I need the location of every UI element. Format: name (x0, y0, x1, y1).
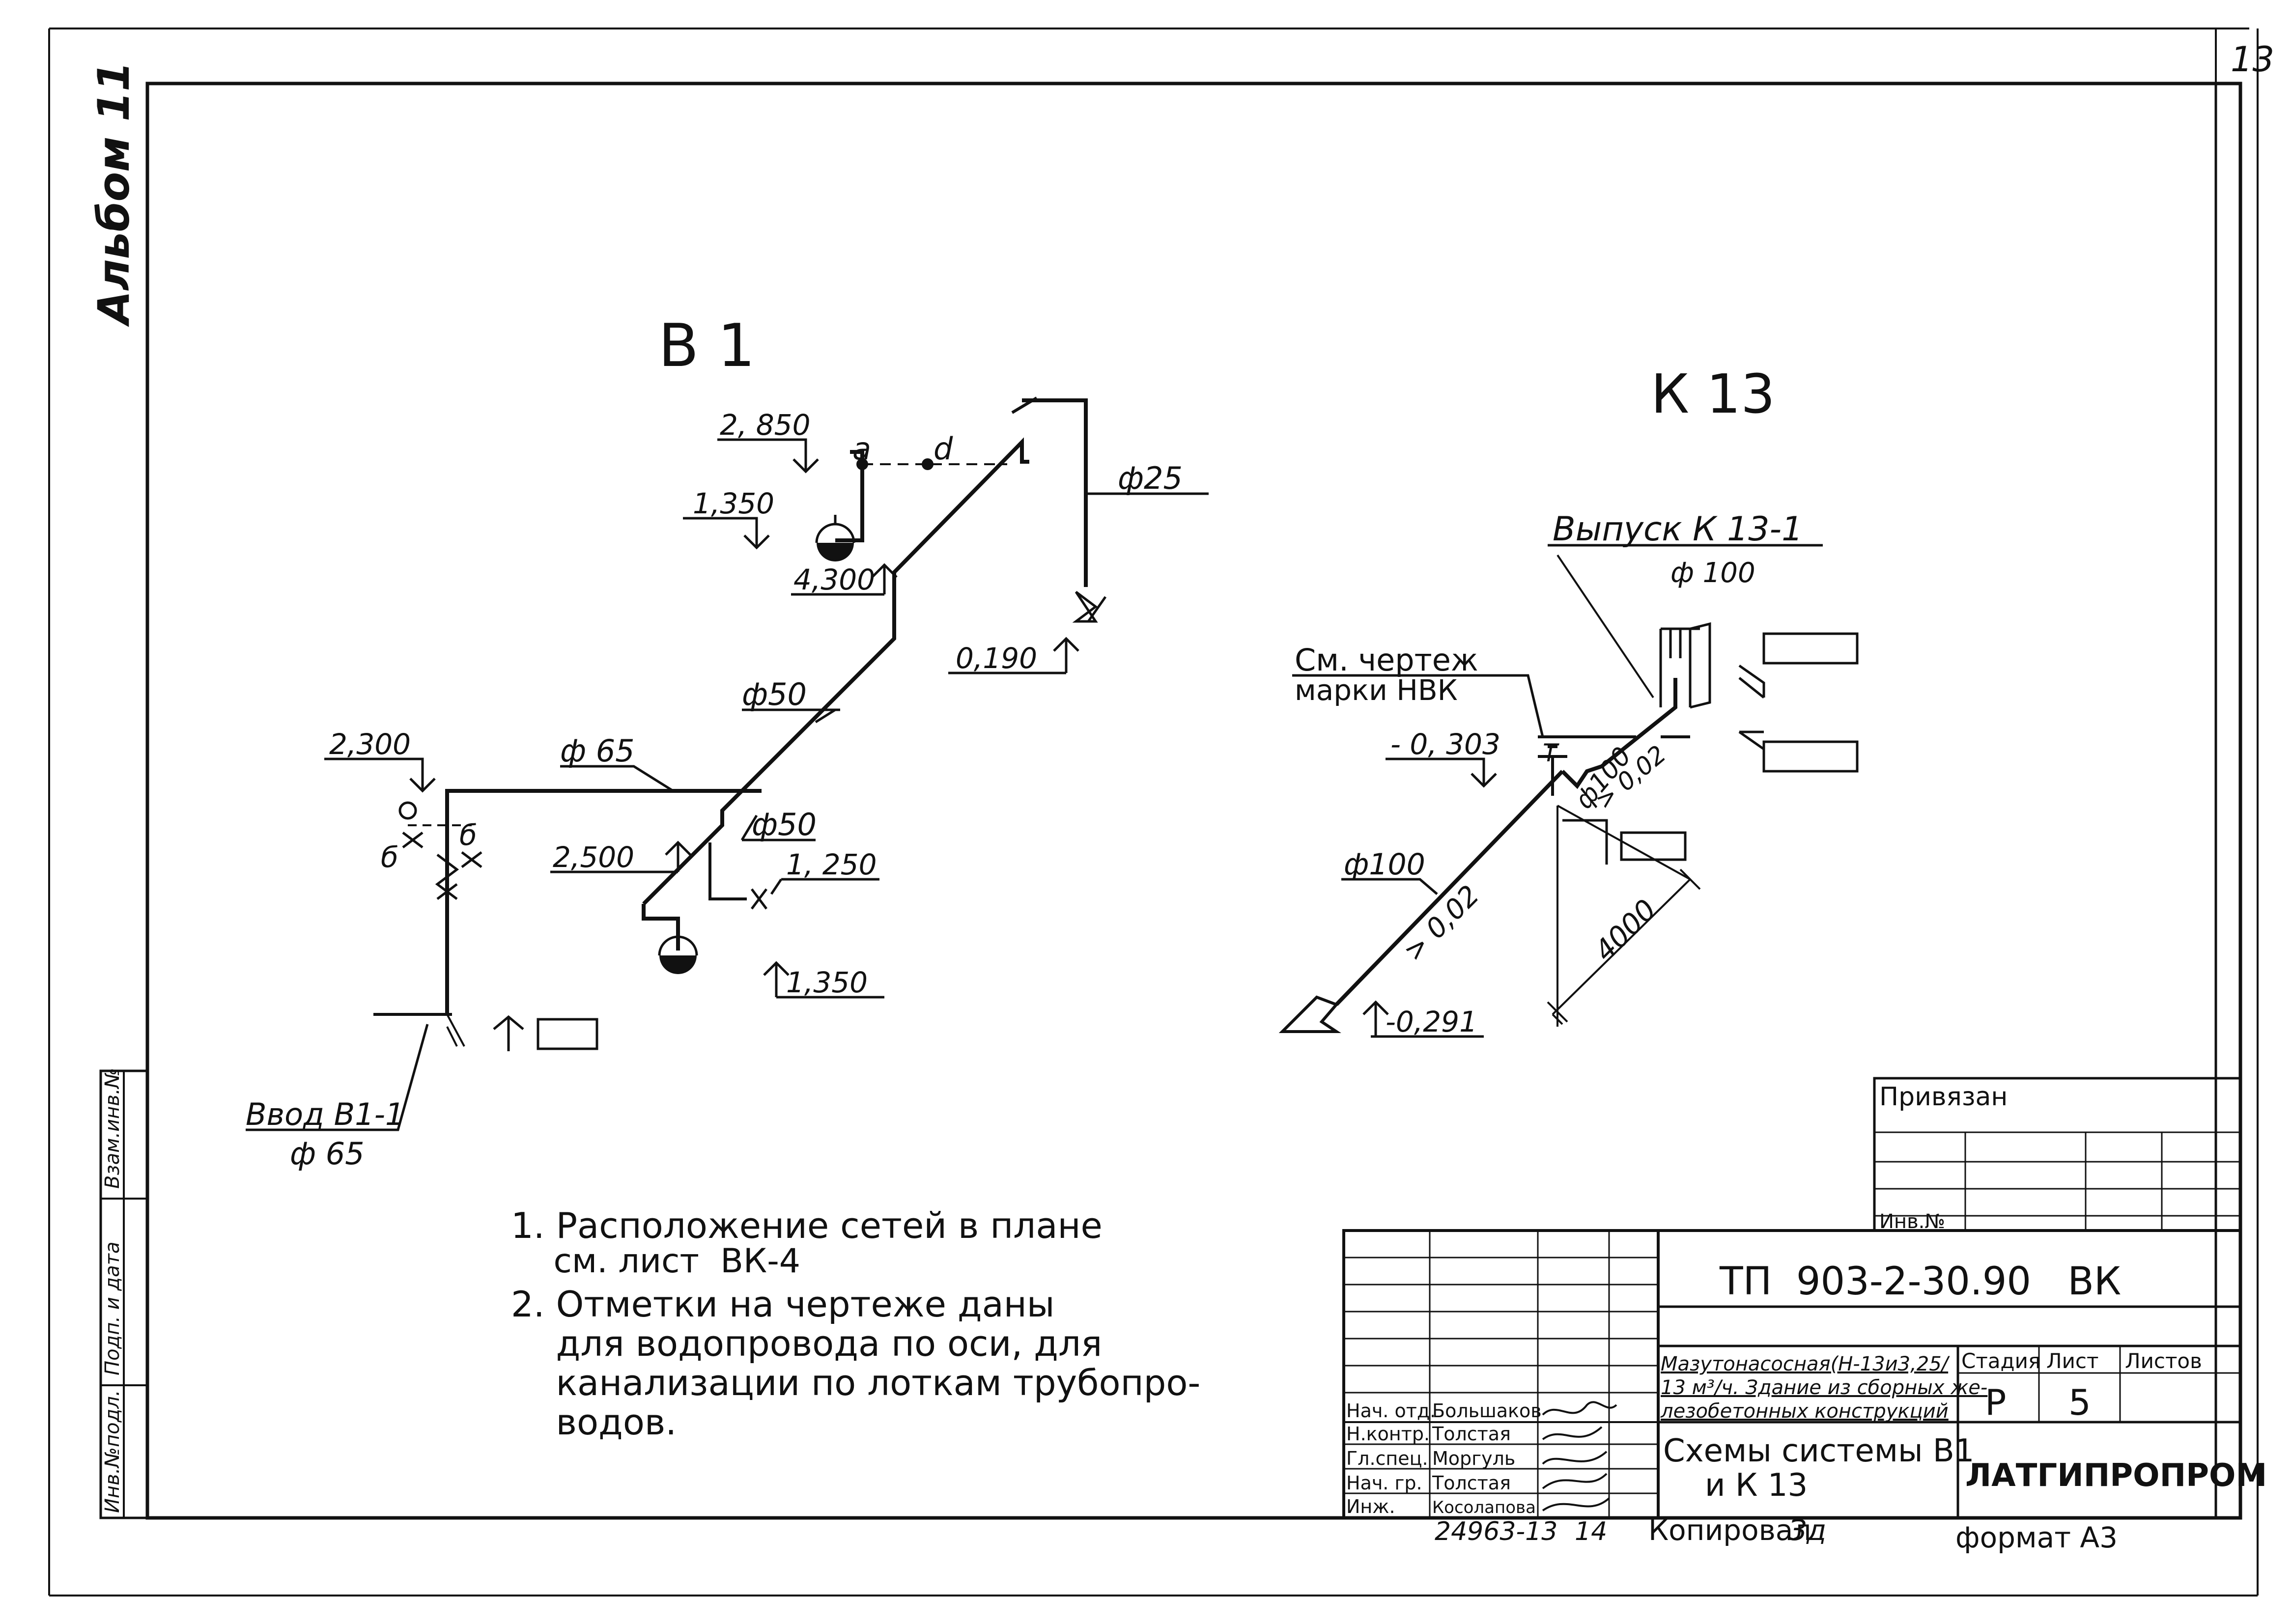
elevation-4300: 4,300 (793, 563, 875, 596)
elevation-box-3 (1620, 831, 1687, 861)
elevation-0190: 0,190 (956, 642, 1037, 675)
scheme-k13-title: К 13 (1651, 363, 1775, 425)
diameter-25: ф25 (1118, 460, 1183, 496)
point-a-marker (856, 458, 868, 470)
object-name-line2: 13 м³/ч. Здание из сборных же- (1661, 1376, 1987, 1399)
elevation-1350-top: 1,350 (693, 487, 774, 520)
name-3: Моргуль (1432, 1448, 1515, 1469)
scheme-b1-title: В 1 (658, 312, 755, 380)
cleanout-mark: Т (1543, 739, 1559, 767)
b1-fittings (398, 591, 1107, 1051)
diameter-50-lower: ф50 (752, 807, 817, 842)
note-line-6: водов. (511, 1401, 677, 1443)
elevation-box-2 (1762, 740, 1859, 773)
document-code: ТП 903-2-30.90 ВК (1719, 1260, 2121, 1304)
stamp-vzam-inv: Взам.инв.№ (101, 1068, 124, 1189)
sheet-value: 5 (2068, 1382, 2091, 1423)
sheet-label: Лист (2046, 1349, 2098, 1373)
elevation-box-1 (1762, 632, 1859, 665)
slope-lower: > 0,02 (1397, 879, 1486, 968)
k13-annotations: Выпуск К 13-1 ф 100 См. чертеж марки НВК… (1292, 510, 1859, 1038)
note-line-3: 2. Отметки на чертеже даны (511, 1284, 1055, 1325)
inlet-diameter: ф 65 (290, 1136, 365, 1172)
archive-number: 24963-13 (1435, 1517, 1557, 1546)
see-drawing-line2: марки НВК (1295, 673, 1458, 707)
signatures (1542, 1401, 1617, 1512)
b1-tanks (658, 515, 855, 974)
b1-pipes (373, 396, 1088, 1047)
organization-name: ЛАТГИПРОПРОМ (1965, 1457, 2267, 1494)
see-drawing-line1: См. чертеж (1295, 642, 1478, 678)
elevation-1350-bottom: 1,350 (786, 966, 868, 999)
note-line-1: 1. Расположение сетей в плане (511, 1205, 1103, 1246)
sheets-label: Листов (2125, 1349, 2202, 1373)
elevation-2500: 2,500 (553, 840, 634, 874)
dimension-4000: 4000 (1588, 893, 1663, 967)
elevation-2850: 2, 850 (720, 408, 810, 442)
stamp-inv-podl: Инв.№подл. (101, 1390, 124, 1513)
name-4: Толстая (1432, 1472, 1511, 1494)
role-1: Нач. отд. (1346, 1400, 1436, 1422)
elevation-1250: 1, 250 (786, 848, 877, 881)
title-block: Привязан Инв.№ ТП 903-2-30.90 ВК Мазутон… (1342, 1077, 2267, 1519)
format-label: формат А3 (1955, 1521, 2118, 1554)
note-line-5: канализации по лоткам трубопро- (511, 1362, 1200, 1403)
role-5: Инж. (1346, 1496, 1395, 1517)
lower-tank-icon (658, 935, 698, 974)
outlet-diameter: ф 100 (1670, 557, 1755, 589)
stage-label: Стадия (1961, 1349, 2040, 1373)
upper-tank-icon (815, 515, 855, 561)
role-4: Нач. гр. (1346, 1472, 1422, 1494)
point-b2-label: б (459, 818, 477, 852)
sheet-title-line2: и К 13 (1705, 1467, 1808, 1504)
page-number: 13 (2231, 39, 2274, 80)
point-a-label: а (852, 431, 871, 467)
name-2: Толстая (1432, 1423, 1511, 1445)
name-1: Большаков (1432, 1400, 1542, 1422)
stamp-podp-data: Подп. и дата (101, 1242, 124, 1375)
role-3: Гл.спец. (1346, 1448, 1428, 1469)
note-line-4: для водопровода по оси, для (511, 1323, 1102, 1364)
b1-annotations: 2, 850 1,350 4,300 0,190 ф25 ф50 2,300 ф… (246, 408, 1209, 1172)
diameter-50-upper: ф50 (742, 676, 807, 712)
note-line-2: см. лист ВК-4 (511, 1242, 800, 1281)
main-diameter-100: ф100 (1344, 847, 1425, 882)
point-d-marker (922, 458, 934, 470)
inlet-label: Ввод В1-1 (246, 1096, 404, 1132)
elevation-minus-0291: -0,291 (1386, 1005, 1477, 1038)
object-name-line3: лезобетонных конструкций (1660, 1400, 1949, 1423)
copied-label: Копировал (1648, 1513, 1811, 1547)
elevation-minus-0303: - 0, 303 (1390, 728, 1500, 761)
k13-pipes (1278, 622, 1711, 1033)
outlet-label: Выпуск К 13-1 (1553, 510, 1803, 549)
role-2: Н.контр. (1346, 1423, 1430, 1445)
sheet-frame (48, 28, 2259, 1596)
elevation-2300: 2,300 (329, 728, 411, 761)
left-stamp: Инв.№подл. Подп. и дата Взам.инв.№ (99, 1068, 149, 1519)
point-d-label: d (934, 431, 953, 467)
name-5: Косолапова (1432, 1498, 1536, 1517)
notes: 1. Расположение сетей в плане см. лист В… (511, 1205, 1200, 1443)
album-label: Альбом 11 (88, 61, 139, 327)
footer: 24963-13 14 Копировал Зд формат А3 (1435, 1513, 2118, 1554)
stage-value: Р (1985, 1382, 2006, 1423)
archive-sheet: 14 (1575, 1517, 1607, 1546)
copied-initials: Зд (1788, 1513, 1826, 1547)
sheet-title-line1: Схемы системы В1 (1663, 1433, 1975, 1469)
diameter-65: ф 65 (560, 733, 635, 769)
object-name-line1: Мазутонасосная(Н-13и3,25/ (1661, 1353, 1951, 1375)
b1-points: а d б б (381, 431, 953, 874)
privyazan-label: Привязан (1879, 1082, 2008, 1112)
point-b-label: б (381, 840, 398, 874)
